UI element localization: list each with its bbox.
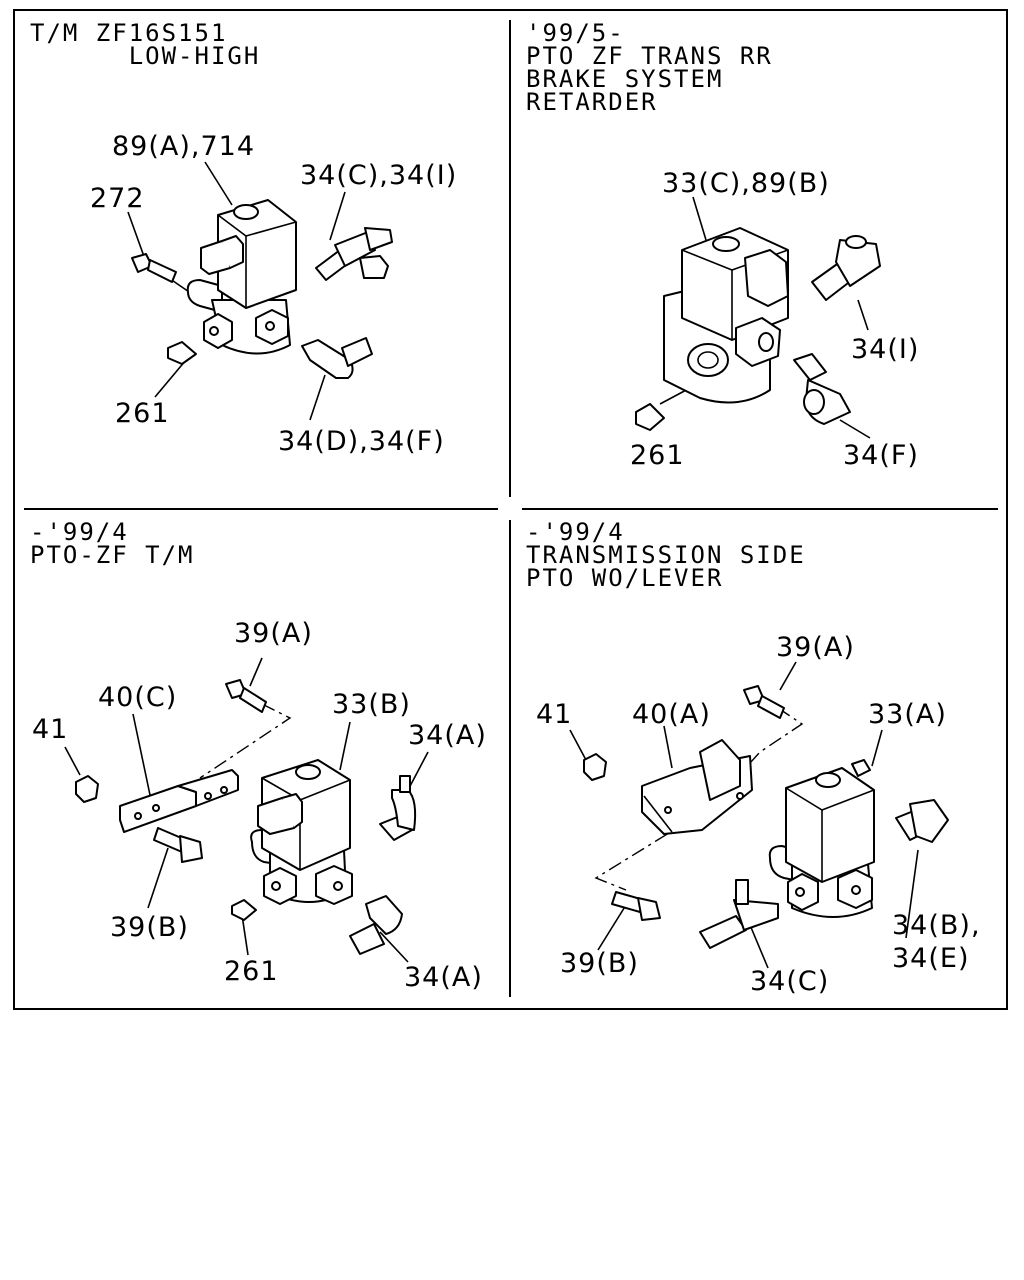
divider-horizontal-left: [24, 508, 498, 510]
panel-header-line: TRANSMISSION SIDE: [526, 541, 806, 569]
panel-header-line: '99/5-: [526, 19, 625, 47]
panel-header-line: -'99/4: [30, 518, 129, 546]
callout-bracket: 40(C): [98, 682, 178, 713]
callout-fitting-right: 34(E): [892, 943, 970, 974]
callout-nut: 41: [32, 714, 69, 745]
callout-elbow: 34(D),34(F): [278, 426, 445, 457]
divider-vertical-top: [509, 20, 511, 497]
callout-bolt-top: 39(A): [234, 618, 313, 649]
callout-elbow: 34(F): [843, 440, 919, 471]
callout-plug: 261: [224, 956, 279, 987]
callout-fitting-top: 34(A): [408, 720, 487, 751]
panel-header-line: LOW-HIGH: [30, 42, 261, 70]
callout-nut: 41: [536, 699, 573, 730]
panel-header-line: T/M ZF16S151: [30, 19, 228, 47]
diagram-frame: [13, 9, 1008, 1010]
callout-bracket: 40(A): [632, 699, 711, 730]
callout-bolt-bottom: 39(B): [560, 948, 639, 979]
callout-valve: 33(B): [332, 689, 411, 720]
callout-bolt-bottom: 39(B): [110, 912, 189, 943]
divider-horizontal-right: [522, 508, 998, 510]
panel-header-line: PTO ZF TRANS RR: [526, 42, 773, 70]
divider-vertical-bottom: [509, 520, 511, 997]
callout-bolt-top: 39(A): [776, 632, 855, 663]
callout-fitting-right: 34(B),: [892, 910, 981, 941]
callout-tee-fitting: 34(C): [750, 966, 830, 997]
callout-bolt: 272: [90, 183, 145, 214]
callout-tee-fitting: 34(C),34(I): [300, 160, 458, 191]
callout-fitting-bottom: 34(A): [404, 962, 483, 993]
callout-fitting: 34(I): [851, 334, 920, 365]
callout-plug: 261: [630, 440, 685, 471]
callout-valve: 33(A): [868, 699, 947, 730]
panel-header-line: BRAKE SYSTEM: [526, 65, 724, 93]
panel-header-line: PTO WO/LEVER: [526, 564, 724, 592]
panel-header-line: PTO-ZF T/M: [30, 541, 195, 569]
callout-valve: 33(C),89(B): [662, 168, 830, 199]
panel-header-line: -'99/4: [526, 518, 625, 546]
callout-plug: 261: [115, 398, 170, 429]
panel-header-line: RETARDER: [526, 88, 658, 116]
callout-valve: 89(A),714: [112, 131, 256, 162]
